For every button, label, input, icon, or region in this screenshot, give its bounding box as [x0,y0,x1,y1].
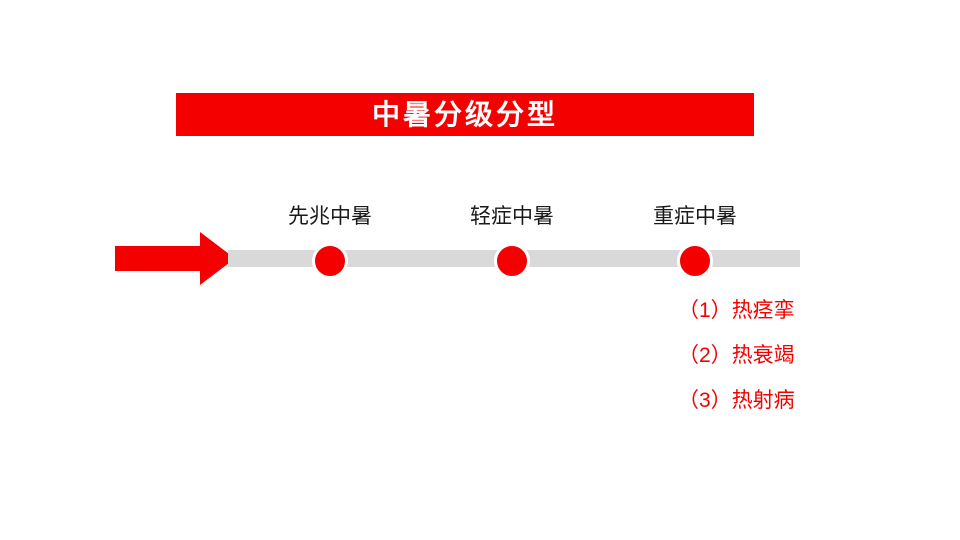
severe-subtype-list: （1）热痉挛 （2）热衰竭 （3）热射病 [678,300,795,435]
stage-node-mild [494,243,530,279]
stage-node-prodromal [312,243,348,279]
stage-label-mild: 轻症中暑 [470,205,554,228]
stage-label-prodromal: 先兆中暑 [288,205,372,228]
page-title: 中暑分级分型 [371,98,558,130]
stage-label-severe: 重症中暑 [653,205,737,228]
list-item: （2）热衰竭 [678,344,795,367]
list-item: （1）热痉挛 [678,299,795,322]
stage-node-severe [677,243,713,279]
arrow-right-icon [115,232,235,285]
title-banner: 中暑分级分型 [176,93,754,136]
list-item: （3）热射病 [678,389,795,412]
